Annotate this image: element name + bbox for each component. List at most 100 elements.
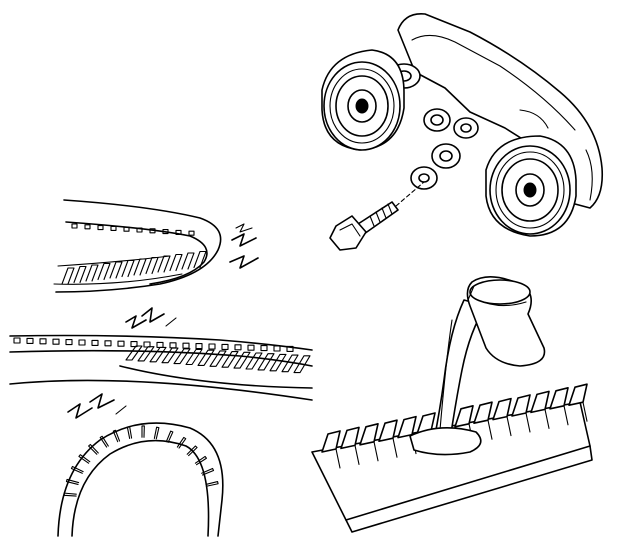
belt-tooth [359, 423, 379, 446]
belt-wear-curved [53, 199, 259, 293]
belt-tooth [281, 354, 299, 373]
belt-tooth [185, 348, 203, 366]
sprocket-tooth [112, 429, 121, 443]
belt-tooth [269, 353, 287, 372]
sprocket-tooth [88, 443, 99, 455]
flat-belt-teeth [125, 345, 311, 374]
tooth-shading [335, 448, 341, 469]
belt-tooth [397, 415, 417, 439]
belt-tooth [511, 394, 531, 417]
belt-tooth [245, 352, 263, 370]
belt-tooth [221, 351, 239, 368]
sprocket-wear [57, 393, 224, 537]
belt-tooth [260, 345, 268, 352]
belt-tooth [104, 340, 112, 347]
belt-tooth [123, 226, 130, 232]
belt-tooth [549, 387, 569, 410]
belt-tooth [273, 345, 281, 352]
oil-contamination [311, 276, 593, 533]
belt-tooth [78, 339, 86, 346]
belt-tooth [26, 337, 34, 344]
sprocket-tooth [99, 435, 109, 448]
belt-tooth [84, 224, 91, 230]
lower-pulley [485, 135, 577, 237]
belt-tooth [233, 351, 251, 369]
belt-tooth [492, 397, 512, 421]
belt-tooth [321, 430, 341, 453]
sprocket-tooth [176, 436, 187, 449]
belt-tooth [157, 255, 171, 273]
wear-spark-icon [125, 307, 177, 329]
bracket-bosses [387, 63, 479, 190]
belt-tooth [473, 401, 493, 424]
belt-tooth [133, 258, 147, 276]
sprocket-tooth [165, 430, 174, 443]
tooth-shading [487, 419, 493, 440]
belt-tooth [97, 225, 104, 231]
belt-tooth [39, 338, 47, 345]
belt-tooth [257, 353, 275, 371]
wear-spark-icon [67, 393, 127, 419]
belt-tooth [162, 229, 169, 235]
sprocket-tooth [70, 465, 84, 474]
mounting-bolt [329, 201, 399, 251]
sprocket-tooth [141, 425, 145, 438]
belt-tooth [71, 223, 78, 229]
sprocket-tooth [194, 455, 207, 466]
tensioner-assembly [321, 13, 604, 251]
belt-tooth [143, 341, 151, 348]
belt-tooth [234, 344, 242, 351]
belt-tooth [197, 349, 215, 366]
belt-tooth [195, 343, 203, 350]
belt-tooth [181, 252, 195, 270]
belt-tooth [247, 344, 255, 351]
belt-tooth [209, 350, 227, 367]
tooth-shading [354, 444, 360, 465]
sprocket-tooth [205, 481, 219, 487]
belt-tooth [169, 342, 177, 349]
belt-tooth [378, 419, 398, 442]
belt-tooth [182, 342, 190, 349]
sprocket-teeth [63, 425, 219, 497]
belt-tooth [175, 229, 182, 235]
sprocket-tooth [78, 454, 91, 464]
belt-tooth [161, 347, 179, 364]
sprocket-tooth [126, 426, 133, 439]
belt-tooth [286, 345, 294, 352]
belt-tooth [85, 264, 99, 282]
belt-tooth [61, 267, 75, 285]
belt-tooth [65, 339, 73, 346]
belt-tooth [145, 256, 159, 275]
belt-tooth [340, 426, 360, 450]
oil-puddle [409, 427, 482, 456]
belt-tooth [73, 265, 87, 284]
belt-tooth [13, 337, 21, 344]
belt-tooth [149, 346, 167, 363]
sprocket-tooth [186, 445, 198, 457]
belt-tooth [156, 341, 164, 348]
sprocket-tooth [153, 426, 160, 440]
belt-tooth [293, 355, 311, 374]
belt-wear-flat [9, 307, 313, 401]
belt-tooth [91, 339, 99, 346]
wear-spark-icon [229, 223, 259, 269]
flat-belt-top-teeth [13, 337, 294, 352]
belt-tooth [130, 341, 138, 348]
tooth-shading [506, 416, 512, 437]
belt-tooth [221, 343, 229, 350]
sprocket-tooth [201, 467, 215, 476]
belt-tooth [568, 383, 588, 406]
belt-tooth [137, 346, 155, 362]
belt-tooth [169, 253, 183, 272]
oil-pour-icon [466, 276, 546, 367]
oil-belt-teeth [321, 383, 588, 469]
belt-tooth [173, 348, 191, 365]
belt-tooth [136, 227, 143, 233]
belt-tooth [125, 345, 143, 361]
belt-tooth [188, 230, 195, 236]
upper-pulley [321, 49, 405, 151]
sprocket-tooth [63, 492, 77, 497]
tooth-shading [525, 412, 531, 433]
